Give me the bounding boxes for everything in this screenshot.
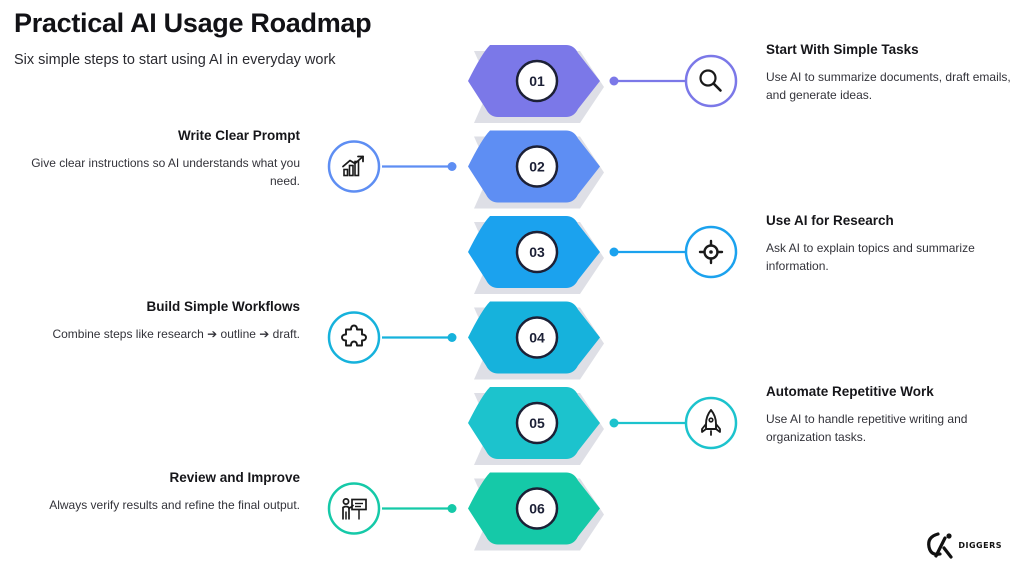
step-heading: Use AI for Research	[766, 213, 894, 228]
page-subtitle: Six simple steps to start using AI in ev…	[14, 52, 336, 68]
step-heading: Review and Improve	[169, 469, 300, 485]
step-heading: Automate Repetitive Work	[766, 384, 934, 399]
step-heading: Start With Simple Tasks	[766, 42, 919, 57]
step-description: Use AI to summarize documents, draft ema…	[766, 70, 1011, 102]
step-heading: Write Clear Prompt	[177, 127, 300, 143]
step-number: 05	[529, 415, 545, 431]
connector-dot	[447, 504, 457, 513]
step-number-badge	[515, 59, 559, 103]
target-icon	[698, 239, 724, 265]
connector-dot	[609, 418, 619, 428]
connector-dot	[447, 162, 457, 171]
search-icon	[699, 69, 722, 92]
roadmap-step-02: 02	[327, 130, 604, 209]
step-heading: Build Simple Workflows	[146, 298, 300, 314]
connector-dot	[447, 333, 457, 342]
growth-chart-icon	[342, 155, 364, 177]
step-number: 03	[529, 244, 545, 260]
step-number-badge	[515, 401, 559, 445]
page-title: Practical AI Usage Roadmap	[14, 8, 372, 38]
icon-circle	[327, 140, 381, 193]
step-description: Always verify results and refine the fin…	[49, 497, 300, 512]
roadmap-step-01: 01	[468, 45, 738, 123]
step-number: 01	[529, 73, 545, 89]
icon-circle	[327, 482, 381, 535]
step-description: Combine steps like research ➔ outline ➔ …	[52, 326, 300, 341]
brand-logo: DIGGERS	[924, 530, 1002, 560]
step-description: Ask AI to explain topics and summarize i…	[766, 241, 975, 273]
roadmap-step-04: 04	[327, 301, 604, 380]
presentation-icon	[342, 498, 367, 520]
step-number-badge	[515, 230, 559, 274]
logo-text: DIGGERS	[958, 540, 1002, 550]
step-description: Use AI to handle repetitive writing and …	[766, 412, 968, 444]
connector-dot	[609, 76, 619, 86]
step-description: Give clear instructions so AI understand…	[31, 155, 300, 188]
roadmap-step-03: 03	[468, 216, 738, 294]
step-number: 02	[529, 159, 545, 175]
roadmap-step-06: 06	[327, 472, 604, 551]
step-number-badge	[515, 487, 559, 530]
icon-circle	[327, 311, 381, 364]
roadmap-step-05: 05	[468, 387, 738, 465]
diggers-logo-icon	[927, 532, 953, 559]
step-number: 06	[529, 501, 545, 517]
rocket-icon	[701, 409, 721, 436]
connector-dot	[609, 247, 619, 257]
icon-circle	[684, 396, 738, 450]
step-number: 04	[529, 330, 545, 346]
step-number-badge	[515, 145, 559, 188]
step-number-badge	[515, 316, 559, 359]
icon-circle	[684, 54, 738, 108]
puzzle-icon	[341, 324, 367, 347]
